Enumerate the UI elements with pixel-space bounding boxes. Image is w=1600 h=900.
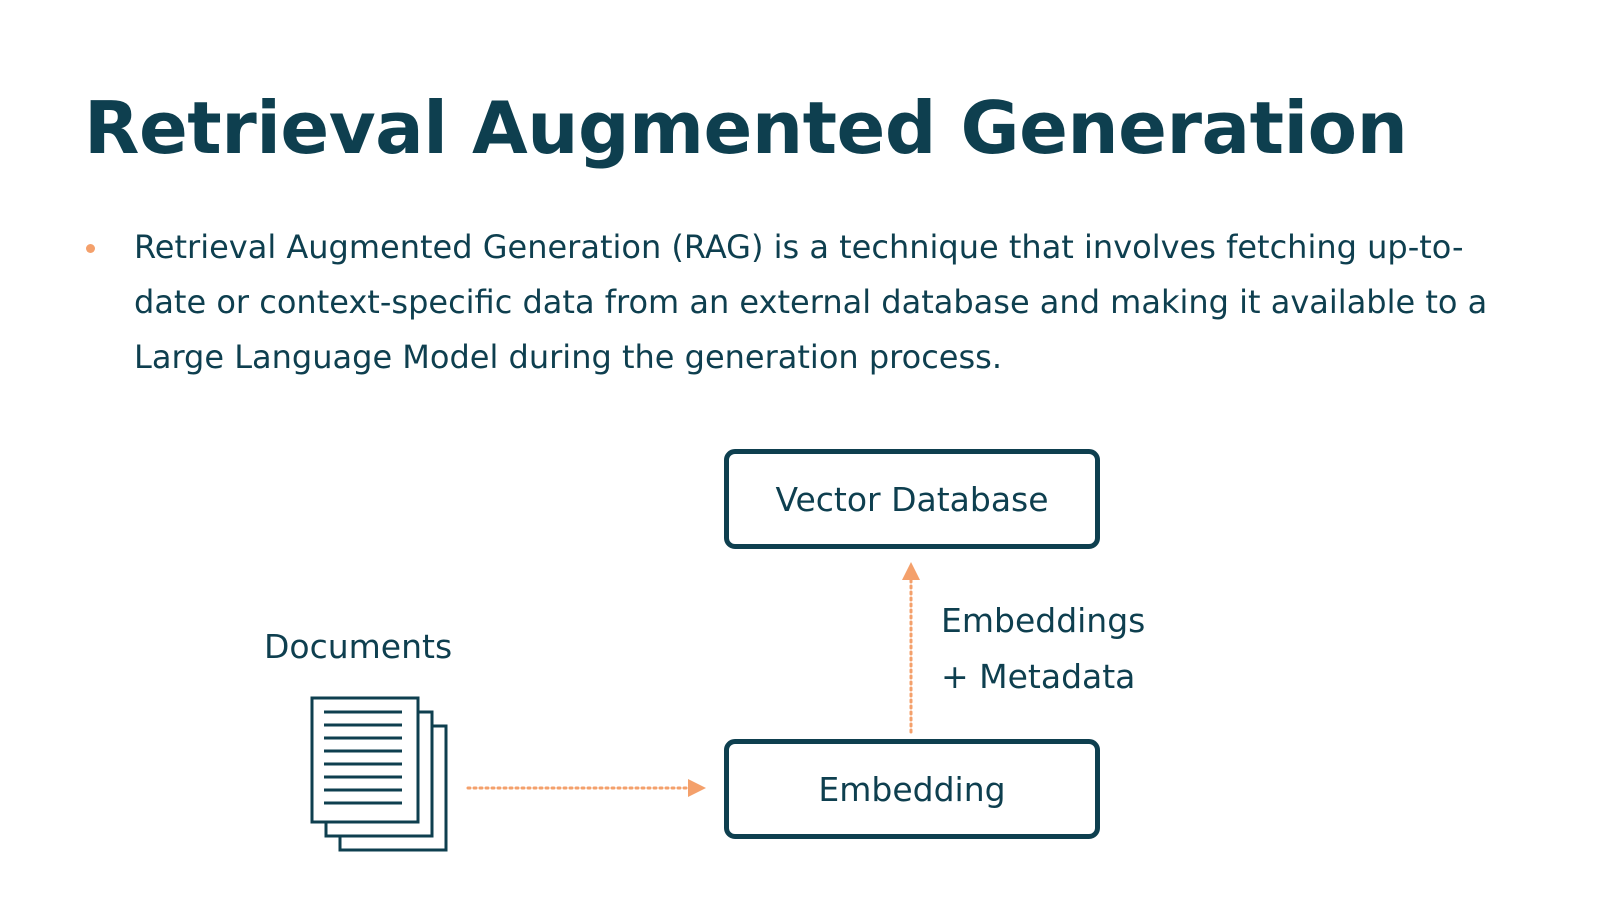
bullet-dot-icon: [86, 244, 95, 253]
arrow-embedding-to-vector-database: [902, 562, 920, 734]
vector-database-node: Vector Database: [724, 449, 1100, 549]
embedding-node: Embedding: [724, 739, 1100, 839]
arrow-documents-to-embedding: [466, 779, 706, 797]
bullet-item: Retrieval Augmented Generation (RAG) is …: [84, 220, 1504, 385]
edge-label-line2: + Metadata: [941, 657, 1136, 696]
documents-label: Documents: [264, 627, 453, 666]
vector-database-label: Vector Database: [775, 479, 1049, 519]
slide-title: Retrieval Augmented Generation: [84, 86, 1408, 170]
arrow-embedding-to-vector-database-head-icon: [902, 562, 920, 580]
embedding-label: Embedding: [818, 769, 1006, 809]
bullet-text: Retrieval Augmented Generation (RAG) is …: [134, 228, 1488, 376]
edge-label-line1: Embeddings: [941, 601, 1146, 640]
documents-icon: [310, 696, 448, 852]
arrow-documents-to-embedding-head-icon: [688, 779, 706, 797]
edge-label: Embeddings + Metadata: [941, 593, 1145, 705]
